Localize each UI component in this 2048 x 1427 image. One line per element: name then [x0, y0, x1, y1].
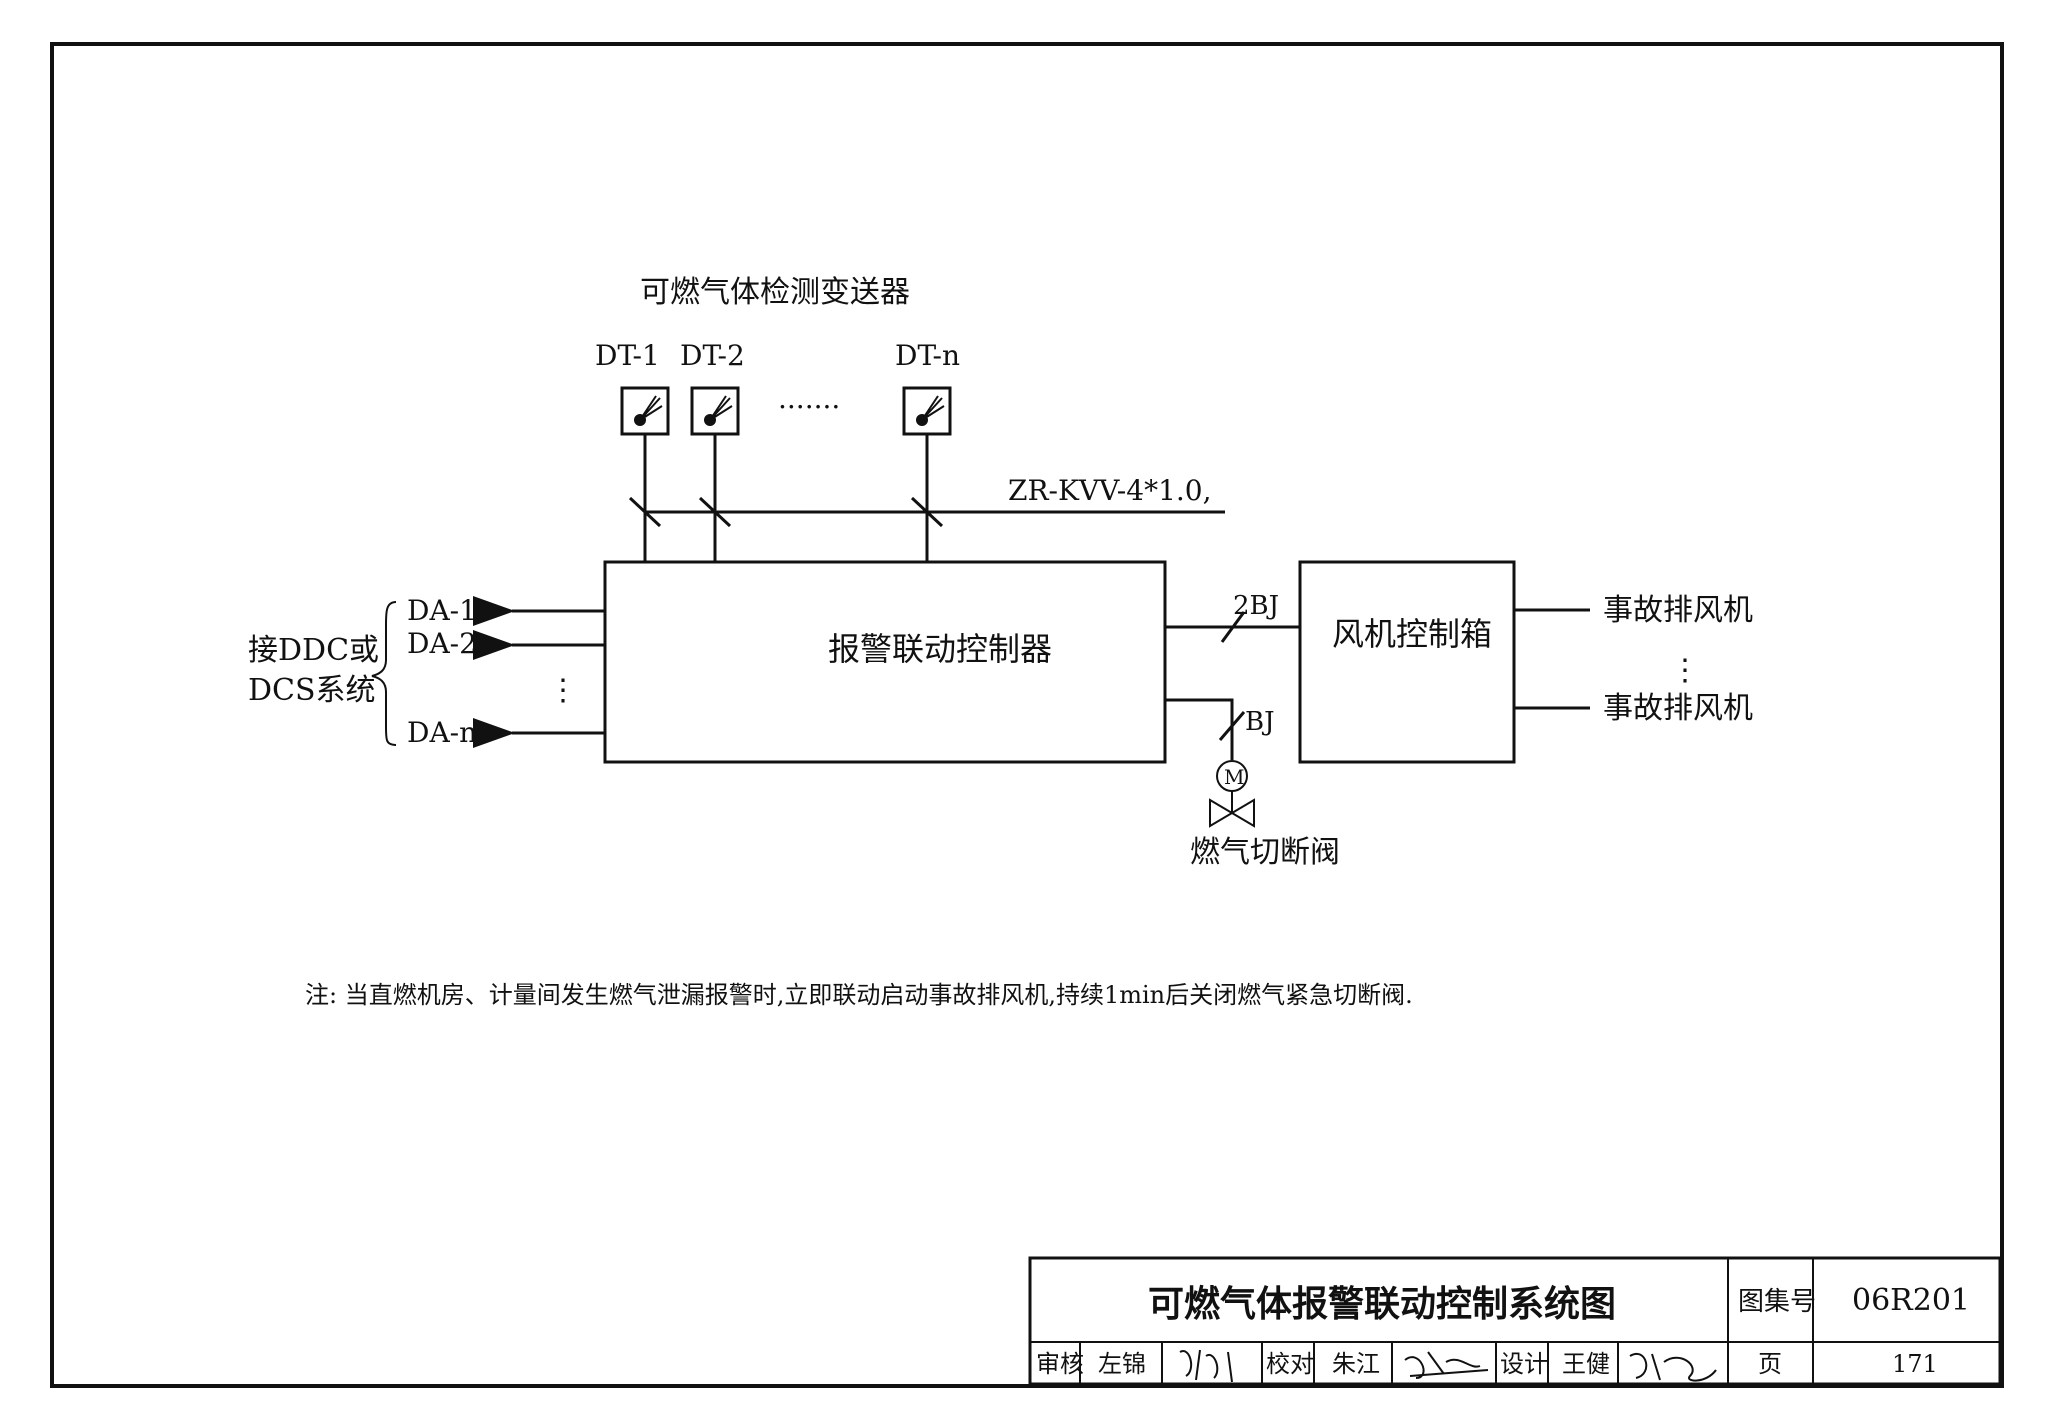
controller-box	[603, 560, 1167, 764]
designer-name: 王健	[1562, 1350, 1610, 1378]
design-label: 设计	[1500, 1350, 1548, 1378]
drawing-title: 可燃气体报警联动控制系统图	[1148, 1284, 1616, 1325]
fan-output-ellipsis: ⋮	[1670, 653, 1700, 688]
designer-signature	[1629, 1352, 1717, 1382]
detector-ellipsis: .......	[778, 382, 840, 415]
detector-symbol-1	[620, 386, 670, 436]
note-text: 注: 当直燃机房、计量间发生燃气泄漏报警时,立即联动启动事故排风机,持续1min…	[305, 981, 1413, 1009]
output-brace	[371, 601, 397, 746]
atlas-number-label: 图集号	[1738, 1287, 1816, 1317]
ddc-label-line2: DCS系统	[248, 673, 376, 708]
output-arrows: ⋮	[473, 596, 605, 748]
reviewer-name: 左锦	[1098, 1350, 1146, 1378]
fan-output-label-2: 事故排风机	[1603, 691, 1753, 726]
fan-control-label: 风机控制箱	[1332, 615, 1492, 653]
checker-signature	[1404, 1351, 1489, 1379]
detector-title: 可燃气体检测变送器	[640, 275, 910, 310]
cable-label: ZR-KVV-4*1.0,	[1008, 474, 1212, 507]
detector-label-1: DT-1	[595, 339, 660, 372]
controller-label: 报警联动控制器	[828, 630, 1052, 668]
valve-label: 燃气切断阀	[1190, 835, 1340, 870]
detector-symbol-n	[902, 386, 952, 436]
ddc-label-line1: 接DDC或	[248, 633, 379, 668]
checker-name: 朱江	[1332, 1350, 1380, 1378]
svg-text:⋮: ⋮	[548, 673, 578, 708]
title-block	[1028, 1256, 2002, 1386]
reviewer-signature	[1179, 1349, 1233, 1383]
link-2bj-label: 2BJ	[1233, 591, 1279, 621]
detector-wires	[628, 434, 1225, 562]
output-label-2: DA-2	[407, 627, 477, 660]
page-label: 页	[1758, 1350, 1782, 1378]
detector-symbol-2	[690, 386, 740, 436]
sheet-border	[50, 42, 2004, 1388]
motor-valve-symbol: M	[1209, 760, 1255, 828]
fan-output-label-1: 事故排风机	[1603, 593, 1753, 628]
detector-label-2: DT-2	[680, 339, 745, 372]
motor-symbol-label: M	[1224, 765, 1244, 789]
link-bj-label: BJ	[1245, 707, 1275, 737]
fan-control-box	[1298, 560, 1516, 764]
page-number: 171	[1892, 1350, 1938, 1378]
review-label: 审核	[1036, 1350, 1084, 1378]
detector-label-n: DT-n	[895, 339, 960, 372]
check-label: 校对	[1266, 1350, 1314, 1378]
output-label-n: DA-n	[407, 716, 477, 749]
output-label-1: DA-1	[407, 594, 477, 627]
atlas-number: 06R201	[1852, 1283, 1970, 1318]
